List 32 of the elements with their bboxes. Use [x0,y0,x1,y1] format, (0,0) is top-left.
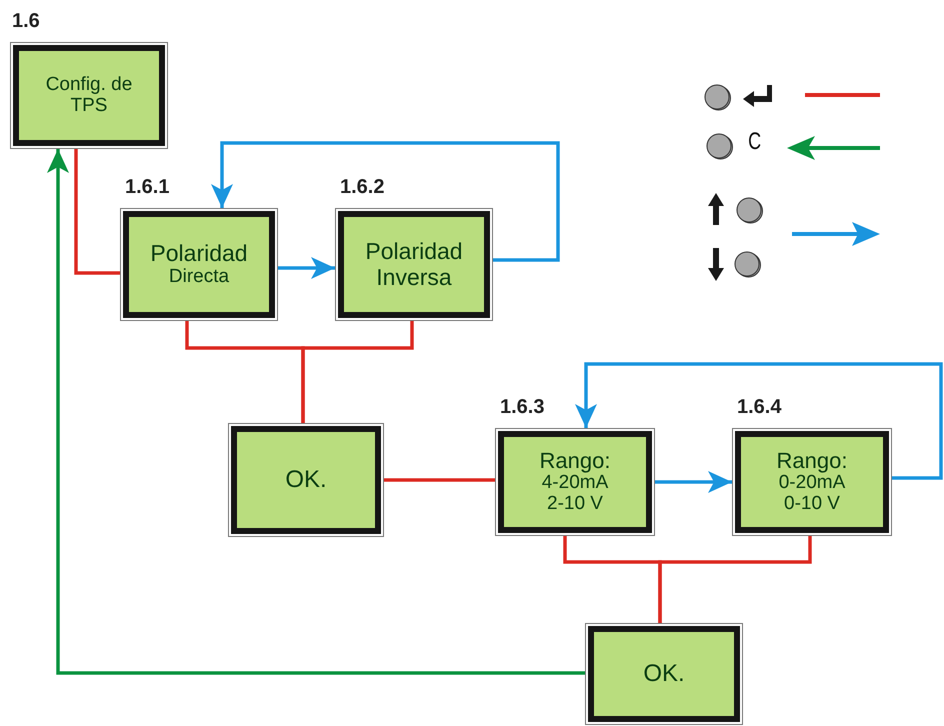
step-number: 1.6.1 [125,176,170,199]
connector [655,471,732,493]
display-box [495,428,655,536]
display-box [335,208,493,321]
display-text: OK. [642,660,686,688]
display-box [228,423,384,537]
display-box [120,208,278,321]
connector [575,362,943,480]
step-number: 1.6 [12,10,40,33]
connector [384,478,495,482]
step-number: 1.6.4 [737,396,782,419]
connector [74,149,120,275]
display-text: Config. de TPS [44,74,134,116]
connector [658,536,812,623]
connector [47,149,585,675]
display-box [732,428,892,536]
connector [278,257,335,279]
display-text: OK. [284,466,328,494]
display-text: Polaridad Inversa [364,239,464,290]
display-text: Polaridad [149,241,249,267]
connector [211,141,560,262]
display-subtext: 0-20mA 0-10 V [778,473,846,515]
display-subtext: 4-20mA 2-10 V [542,473,610,515]
step-number: 1.6.3 [500,396,544,419]
step-number: 1.6.2 [340,176,384,199]
key-letter: C [748,128,762,156]
display-box [585,623,743,725]
display-subtext: Directa [168,266,230,288]
display-text: Rango: [538,449,612,474]
display-box [10,42,168,149]
display-text: Rango: [776,449,848,474]
connector [301,321,414,423]
